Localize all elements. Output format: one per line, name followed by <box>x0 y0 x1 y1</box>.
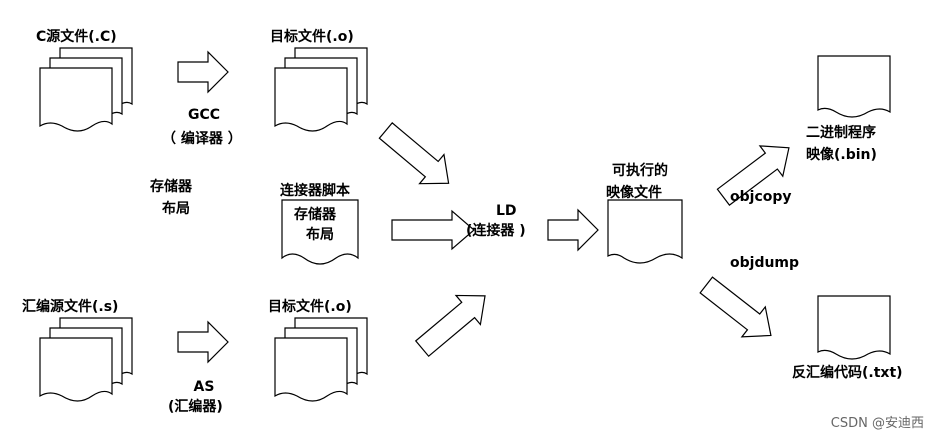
gcc-compiler-label: （ 编译器 ） <box>162 131 242 147</box>
storage-label: 存储器 <box>150 179 192 195</box>
gcc-arrow <box>177 51 229 93</box>
binary-doc-icon <box>817 55 891 118</box>
object-file-bottom-label: 目标文件(.o) <box>268 299 352 315</box>
asm-source-doc-icon <box>39 317 133 402</box>
ld-label: LD <box>496 203 517 219</box>
linker-script-doc-icon <box>281 199 359 265</box>
objcopy-label: objcopy <box>730 189 792 205</box>
executable-label-line1: 可执行的 <box>612 163 668 179</box>
ld-linker-label: (连接器 ) <box>466 223 526 239</box>
disasm-doc-icon <box>817 295 891 360</box>
gcc-label: GCC <box>187 107 221 123</box>
as-arrow <box>177 321 229 363</box>
as-assembler-label: (汇编器) <box>168 399 223 415</box>
c-source-doc-icon <box>39 47 133 132</box>
object-to-ld-arrow-top <box>372 115 462 199</box>
ld-to-exec-arrow <box>547 209 599 251</box>
disasm-label: 反汇编代码(.txt) <box>792 365 903 381</box>
layout-label: 布局 <box>162 201 190 217</box>
object-file-bottom-doc-icon <box>274 317 368 402</box>
object-to-ld-arrow-bottom <box>409 280 498 364</box>
asm-source-label: 汇编源文件(.s) <box>22 299 119 315</box>
object-file-top-doc-icon <box>274 47 368 132</box>
script-layout-label: 布局 <box>306 227 334 243</box>
binary-label-line1: 二进制程序 <box>806 125 876 141</box>
objdump-label: objdump <box>730 255 800 271</box>
objdump-arrow <box>694 269 784 352</box>
script-storage-label: 存储器 <box>294 207 336 223</box>
binary-label-line2: 映像(.bin) <box>806 147 877 163</box>
object-file-top-label: 目标文件(.o) <box>270 29 354 45</box>
as-label: AS <box>193 379 215 395</box>
executable-label-line2: 映像文件 <box>606 185 662 201</box>
linker-script-label: 连接器脚本 <box>280 183 350 199</box>
script-to-ld-arrow <box>391 210 475 250</box>
watermark: CSDN @安迪西 <box>830 416 924 431</box>
executable-doc-icon <box>607 199 683 264</box>
c-source-label: C源文件(.C) <box>36 29 117 45</box>
